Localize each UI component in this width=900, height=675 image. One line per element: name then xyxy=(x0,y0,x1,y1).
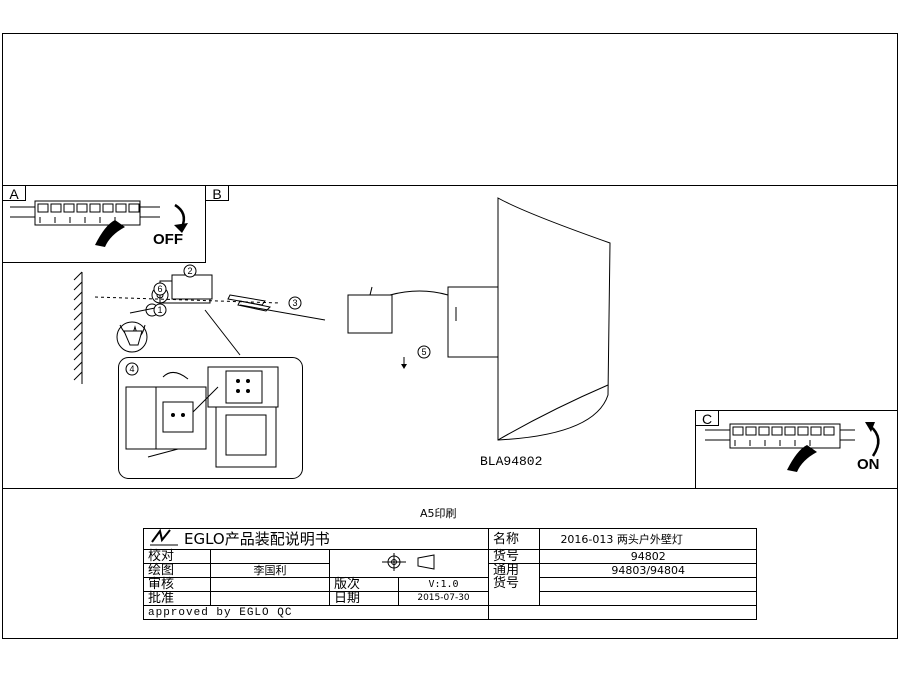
print-note: A5印刷 xyxy=(420,507,457,520)
top-divider xyxy=(2,185,898,186)
general-label-cell: 通用 货号 xyxy=(488,563,541,606)
wiring-detail-drawing: 4 xyxy=(118,357,303,479)
panel-a-right-border xyxy=(205,185,206,262)
bottom-divider xyxy=(2,488,898,489)
company-title: EGLO产品装配说明书 xyxy=(142,528,490,550)
step-4-label: 4 xyxy=(129,364,134,374)
step-5-label: 5 xyxy=(421,347,426,357)
approver-label: 批准 xyxy=(143,591,211,606)
version-label: 版次 xyxy=(329,577,399,592)
on-text: ON xyxy=(857,456,880,473)
approved-by: approved by EGLO QC xyxy=(142,605,490,620)
projection-symbol-icon xyxy=(382,553,435,571)
drawer-value: 李国利 xyxy=(210,563,330,578)
version-value: V:1.0 xyxy=(397,577,490,592)
title-block: EGLO产品装配说明书 名称 2016-013 两头户外壁灯 校对 货号 948… xyxy=(142,528,757,620)
general-label-2: 货号 xyxy=(493,576,520,591)
step-1-label: 1 xyxy=(157,305,162,315)
panel-a-bottom-border xyxy=(2,262,206,263)
off-text: OFF xyxy=(153,231,183,248)
date-label: 日期 xyxy=(329,591,399,606)
step-2-label: 2 xyxy=(187,266,192,276)
driver-and-lamp-drawing: 5 xyxy=(347,197,611,441)
projection-symbol-cell xyxy=(328,549,490,578)
panel-c-top-border xyxy=(695,410,898,411)
name-value: 2016-013 两头户外壁灯 xyxy=(539,528,757,550)
terminal-strip-off-drawing xyxy=(10,200,188,247)
reviewer-label: 审核 xyxy=(143,577,211,592)
step-6-label: 6 xyxy=(157,284,162,294)
general-value: 94803/94804 xyxy=(539,563,757,578)
general-label: 通用 xyxy=(493,563,520,578)
name-label: 名称 xyxy=(488,528,541,550)
date-value: 2015-07-30 xyxy=(397,591,490,606)
panel-c-left-border xyxy=(695,410,696,488)
checker-label: 校对 xyxy=(143,549,211,564)
drawing-frame xyxy=(2,33,898,639)
drawer-label: 绘图 xyxy=(143,563,211,578)
mounting-bracket-drawing: 2 3 6 1 xyxy=(94,264,326,356)
item-no-value: 94802 xyxy=(539,549,757,564)
panel-a-label: A xyxy=(2,185,26,202)
panel-b-label: B xyxy=(205,185,229,202)
terminal-strip-on-drawing xyxy=(705,422,880,472)
step-3-label: 3 xyxy=(292,298,297,308)
product-code: BLA94802 xyxy=(480,454,543,469)
wall-hatch xyxy=(73,271,83,384)
item-no-label: 货号 xyxy=(488,549,541,564)
panel-c-label: C xyxy=(695,410,719,427)
